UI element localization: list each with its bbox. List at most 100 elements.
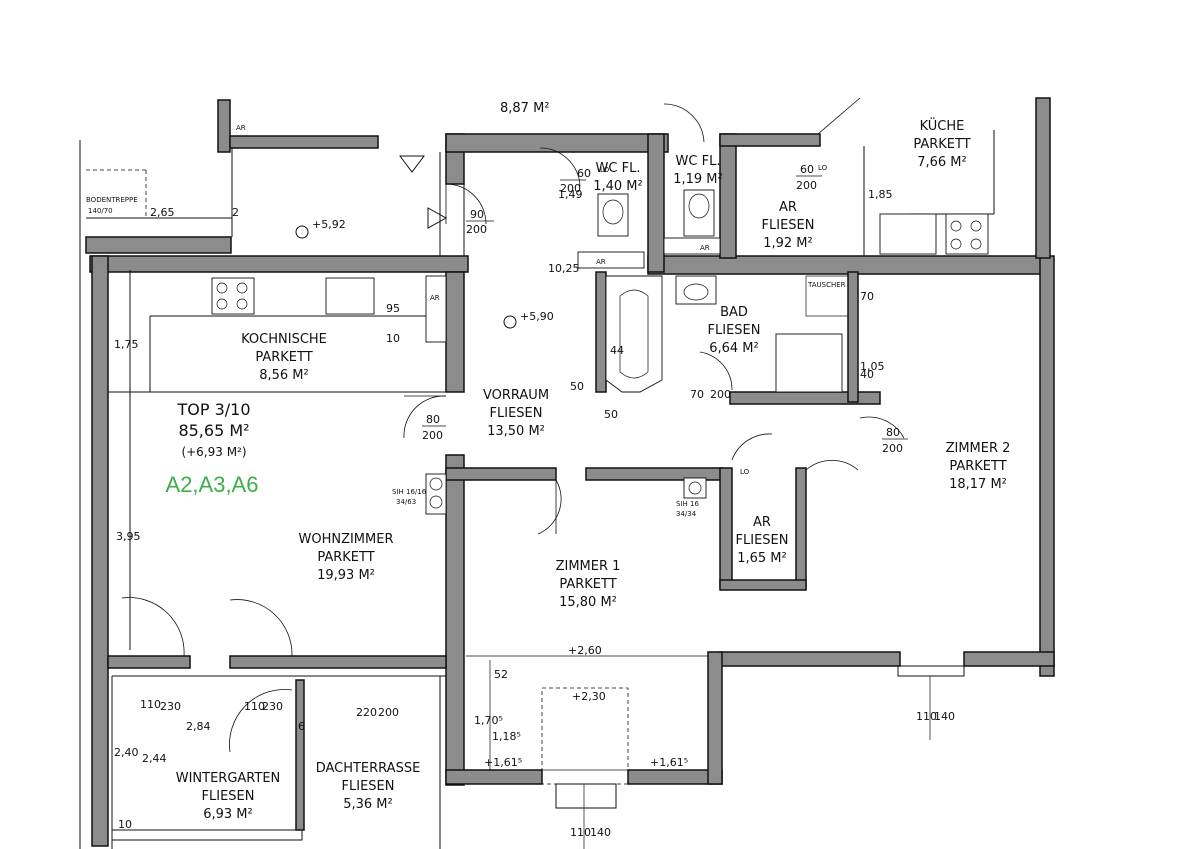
dim-395: 3,95	[116, 530, 141, 543]
dim-140a: 140	[590, 826, 611, 839]
kueche-area: 7,66 M²	[917, 155, 967, 170]
dim-265: 2,65	[150, 206, 175, 219]
ar-label-1: AR	[596, 258, 606, 266]
kueche-name: KÜCHE	[920, 117, 965, 134]
top-area: 85,65 M²	[178, 421, 249, 440]
lvl-592: +5,92	[312, 218, 346, 231]
dim-door-60b: 60	[800, 163, 814, 176]
dim-200e: 200	[710, 388, 731, 401]
wc2-name: WC FL.	[676, 154, 721, 169]
toilet-2	[683, 189, 715, 237]
cooktop-1	[211, 277, 255, 315]
dim-200f: 200	[378, 706, 399, 719]
kochnische-name: KOCHNISCHE	[241, 332, 327, 347]
dim-door-200b: 200	[882, 442, 903, 455]
dim-70a: 70	[690, 388, 704, 401]
dim-door-90: 90	[470, 208, 484, 221]
zimmer2-floor: PARKETT	[949, 459, 1006, 474]
washbasin	[675, 275, 717, 305]
sih1-label: SIH 16/16	[392, 488, 427, 496]
lvl-161a: +1,61⁵	[484, 756, 522, 769]
dimensions: 90 200 80 200 80 200 60 200 60 200 50 50…	[114, 163, 955, 849]
bathtub	[605, 275, 663, 393]
zimmer1-area: 15,80 M²	[559, 595, 617, 610]
ar-label-2: AR	[700, 244, 710, 252]
dim-105: 1,05	[860, 360, 885, 373]
dim-230a: 230	[160, 700, 181, 713]
stairs-area: 8,87 M²	[500, 101, 550, 116]
cooktop-2	[945, 213, 989, 255]
wohnzimmer-name: WOHNZIMMER	[298, 532, 393, 547]
sih1b-label: 34/63	[396, 498, 416, 506]
dim-110a: 110	[140, 698, 161, 711]
dim-44: 44	[610, 344, 624, 357]
ar1-name: AR	[779, 200, 797, 215]
lo-label-2: LO	[740, 468, 750, 476]
wc2-area: 1,19 M²	[673, 172, 723, 187]
dim-230b: 230	[262, 700, 283, 713]
lvl-590: +5,90	[520, 310, 554, 323]
wohnzimmer-floor: PARKETT	[317, 550, 374, 565]
dim-door-80b: 80	[886, 426, 900, 439]
bad-floor: FLIESEN	[708, 323, 761, 338]
kochnische-floor: PARKETT	[255, 350, 312, 365]
kueche-floor: PARKETT	[913, 137, 970, 152]
dim-240: 2,40	[114, 746, 139, 759]
zimmer2-name: ZIMMER 2	[946, 441, 1011, 456]
dim-2: 2	[232, 206, 239, 219]
dim-110b: 110	[244, 700, 265, 713]
wohnzimmer-area: 19,93 M²	[317, 568, 375, 583]
dim-door-200: 200	[466, 223, 487, 236]
sih2-label: SIH 16	[676, 500, 699, 508]
lvl-230: +2,30	[572, 690, 606, 703]
dim-door-200a: 200	[422, 429, 443, 442]
dim-284: 2,84	[186, 720, 211, 733]
ar-label-4: AR	[236, 124, 246, 132]
dim-door-200d: 200	[796, 179, 817, 192]
shower	[775, 333, 843, 393]
wc1-name: WC FL.	[596, 161, 641, 176]
bodentreppe-size: 140/70	[88, 207, 113, 215]
dim-door-60a: 60	[577, 167, 591, 180]
dachterrasse-area: 5,36 M²	[343, 797, 393, 812]
top-extra: (+6,93 M²)	[181, 445, 246, 459]
dim-95: 95	[386, 302, 400, 315]
dim-50b: 50	[604, 408, 618, 421]
bad-name: BAD	[720, 305, 748, 320]
dim-175: 1,75	[114, 338, 139, 351]
ar2-floor: FLIESEN	[736, 533, 789, 548]
lvl-161b: +1,61⁵	[650, 756, 688, 769]
wintergarten-area: 6,93 M²	[203, 807, 253, 822]
dim-149: 1,49	[558, 188, 583, 201]
dim-244: 2,44	[142, 752, 167, 765]
fixtures	[211, 155, 989, 515]
ar-label-3: AR	[430, 294, 440, 302]
dim-door-80a: 80	[426, 413, 440, 426]
dim-door-200c: 200	[560, 182, 581, 195]
sink-2	[879, 213, 937, 255]
dachterrasse-name: DACHTERRASSE	[316, 761, 421, 776]
wintergarten-name: WINTERGARTEN	[176, 771, 281, 786]
dim-10a: 10	[386, 332, 400, 345]
vorraum-name: VORRAUM	[483, 388, 549, 403]
kochnische-area: 8,56 M²	[259, 368, 309, 383]
ar2-name: AR	[753, 515, 771, 530]
shaft-2	[425, 473, 447, 515]
vorraum-area: 13,50 M²	[487, 424, 545, 439]
dim-52: 52	[494, 668, 508, 681]
dim-110c: 110	[570, 826, 591, 839]
dachterrasse-floor: FLIESEN	[342, 779, 395, 794]
dim-40: 40	[860, 368, 874, 381]
dim-185: 1,85	[868, 188, 893, 201]
dim-170: 1,70⁵	[474, 714, 503, 727]
apartment-codes: A2,A3,A6	[166, 472, 259, 497]
top-number: TOP 3/10	[176, 400, 250, 419]
tauscher-label: TAUSCHER	[807, 281, 846, 289]
dim-1025: 10,25	[548, 262, 580, 275]
bodentreppe-label: BODENTREPPE	[86, 196, 138, 204]
zimmer2-area: 18,17 M²	[949, 477, 1007, 492]
lo-label-3: LO	[600, 166, 610, 174]
shaft-1	[425, 275, 447, 343]
dim-50a: 50	[570, 380, 584, 393]
